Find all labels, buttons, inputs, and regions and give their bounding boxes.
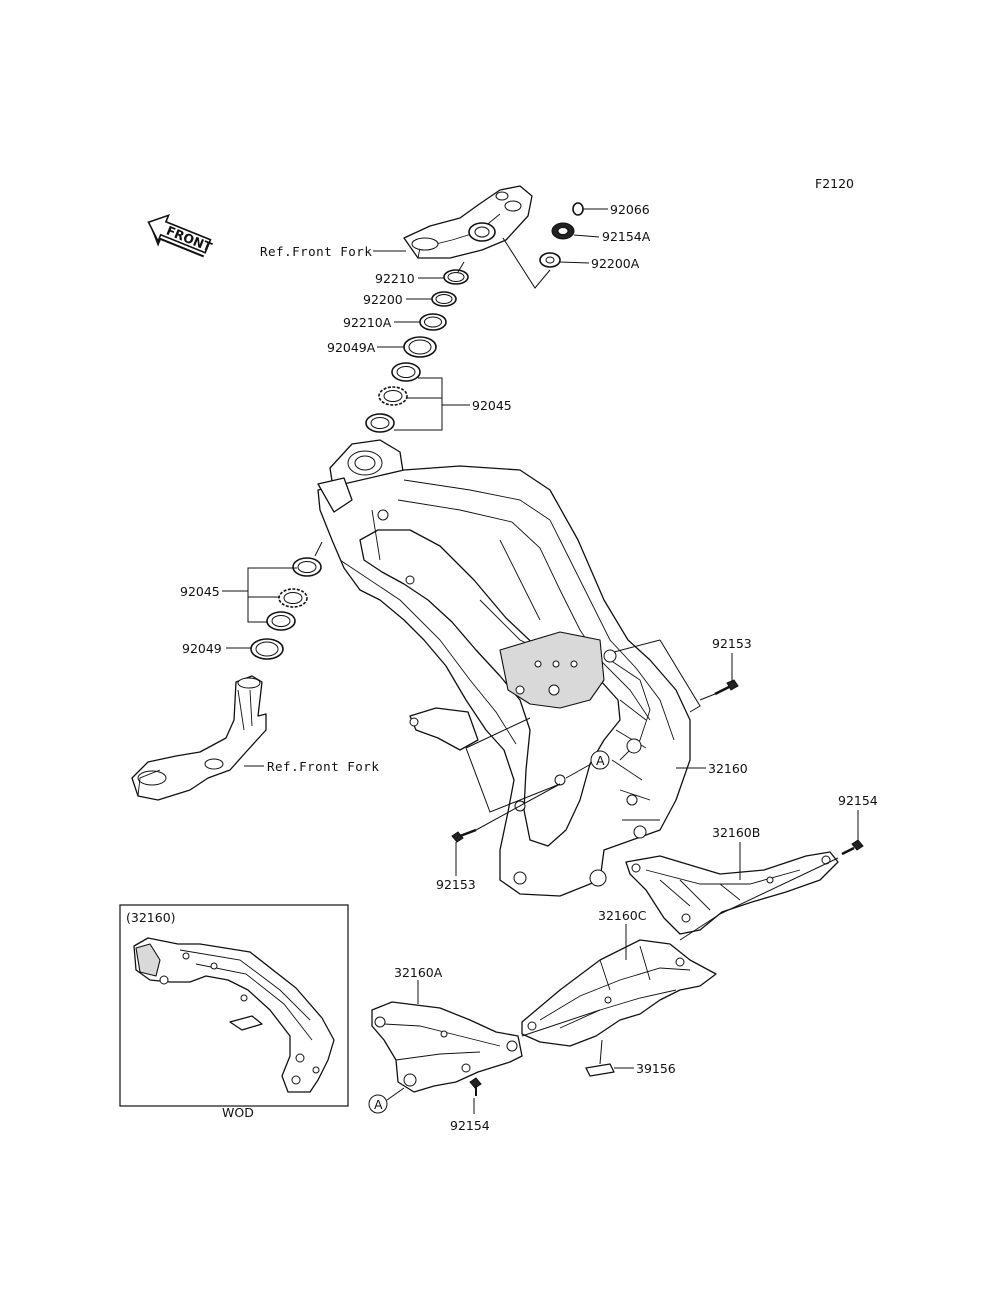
callout-a-frame: A (590, 750, 610, 770)
nut-92154A (551, 222, 575, 240)
main-frame-32160 (317, 439, 691, 897)
bearing-set-lower-92045 (266, 557, 322, 631)
bracket-32160A (371, 1001, 523, 1093)
bolt-92153-left (451, 828, 477, 843)
part-32160: 32160 (708, 761, 748, 776)
part-92210: 92210 (375, 271, 415, 286)
ref-front-fork-top-label: Ref.Front Fork (260, 244, 372, 259)
part-92049A: 92049A (327, 340, 376, 355)
stem-nut-92066 (572, 202, 584, 216)
svg-text:A: A (596, 753, 605, 768)
plate-39156 (585, 1063, 615, 1077)
inset-frame-drawing (133, 937, 335, 1093)
bolt-92154-right (841, 839, 864, 856)
inset-title: (32160) (126, 910, 176, 925)
bracket-32160B (625, 851, 839, 935)
part-32160B: 32160B (712, 825, 760, 840)
seal-92049A (403, 336, 437, 358)
callout-a-bracket: A (368, 1094, 388, 1114)
svg-text:A: A (374, 1097, 383, 1112)
part-39156: 39156 (636, 1061, 676, 1076)
part-92210A: 92210A (343, 315, 392, 330)
washer-92200A (539, 252, 561, 268)
upper-triple-clamp (403, 185, 533, 259)
part-92153-left: 92153 (436, 877, 476, 892)
ref-front-fork-bottom-label: Ref.Front Fork (267, 759, 379, 774)
bolt-92154-bottom (469, 1077, 482, 1096)
part-92153-right: 92153 (712, 636, 752, 651)
bearing-set-upper-92045 (365, 362, 421, 433)
seal-92049 (250, 638, 284, 660)
front-arrow-icon: FRONT (147, 213, 215, 258)
part-92045-lower: 92045 (180, 584, 220, 599)
ring-92210 (443, 269, 469, 285)
part-32160C: 32160C (598, 908, 647, 923)
diagram-code: F2120 (815, 176, 854, 191)
part-92045-upper: 92045 (472, 398, 512, 413)
part-92154-bottom: 92154 (450, 1118, 490, 1133)
lower-triple-clamp (131, 675, 267, 801)
part-92154A: 92154A (602, 229, 651, 244)
part-92200: 92200 (363, 292, 403, 307)
part-92066: 92066 (610, 202, 650, 217)
bolt-92153-right (714, 679, 739, 696)
bracket-32160C (521, 939, 717, 1047)
part-92200A: 92200A (591, 256, 640, 271)
part-92049: 92049 (182, 641, 222, 656)
inset-caption: WOD (222, 1105, 254, 1120)
part-92154-right: 92154 (838, 793, 878, 808)
ring-92200 (431, 291, 457, 307)
inset-box-32160: (32160) WOD (119, 904, 349, 1120)
part-32160A: 32160A (394, 965, 443, 980)
ring-92210A (419, 313, 447, 331)
